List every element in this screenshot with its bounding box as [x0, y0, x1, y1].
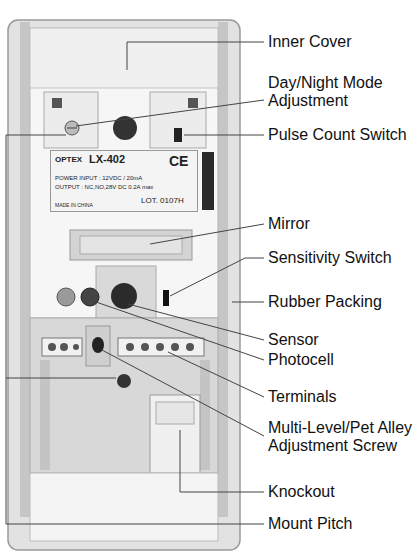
- product-sticker: OPTEX LX-402 CE POWER INPUT : 12VDC / 20mA O…: [50, 150, 198, 212]
- sticker-text: MADE IN CHINA: [55, 203, 93, 208]
- part-label: Terminals: [268, 388, 418, 406]
- sticker-text: OUTPUT : NC,NO,28V DC 0.2A max: [55, 184, 153, 190]
- part-label: Day/Night Mode Adjustment: [268, 74, 418, 110]
- part-label: Rubber Packing: [268, 293, 418, 311]
- sticker-text: LX-402: [89, 154, 125, 165]
- sticker-text: LOT. 0107H: [141, 197, 184, 205]
- part-label: Sensitivity Switch: [268, 249, 418, 267]
- sticker-text: OPTEX: [55, 156, 82, 164]
- part-label: Mount Pitch: [268, 515, 418, 533]
- part-label: Sensor: [268, 331, 418, 349]
- sticker-text: POWER INPUT : 12VDC / 20mA: [55, 175, 142, 181]
- sticker-text: CE: [169, 154, 188, 168]
- part-label: Inner Cover: [268, 33, 418, 51]
- part-label: Multi-Level/Pet Alley Adjustment Screw: [268, 419, 418, 455]
- part-label: Pulse Count Switch: [268, 126, 418, 144]
- part-label: Photocell: [268, 351, 418, 369]
- part-label: Mirror: [268, 215, 418, 233]
- part-label: Knockout: [268, 483, 418, 501]
